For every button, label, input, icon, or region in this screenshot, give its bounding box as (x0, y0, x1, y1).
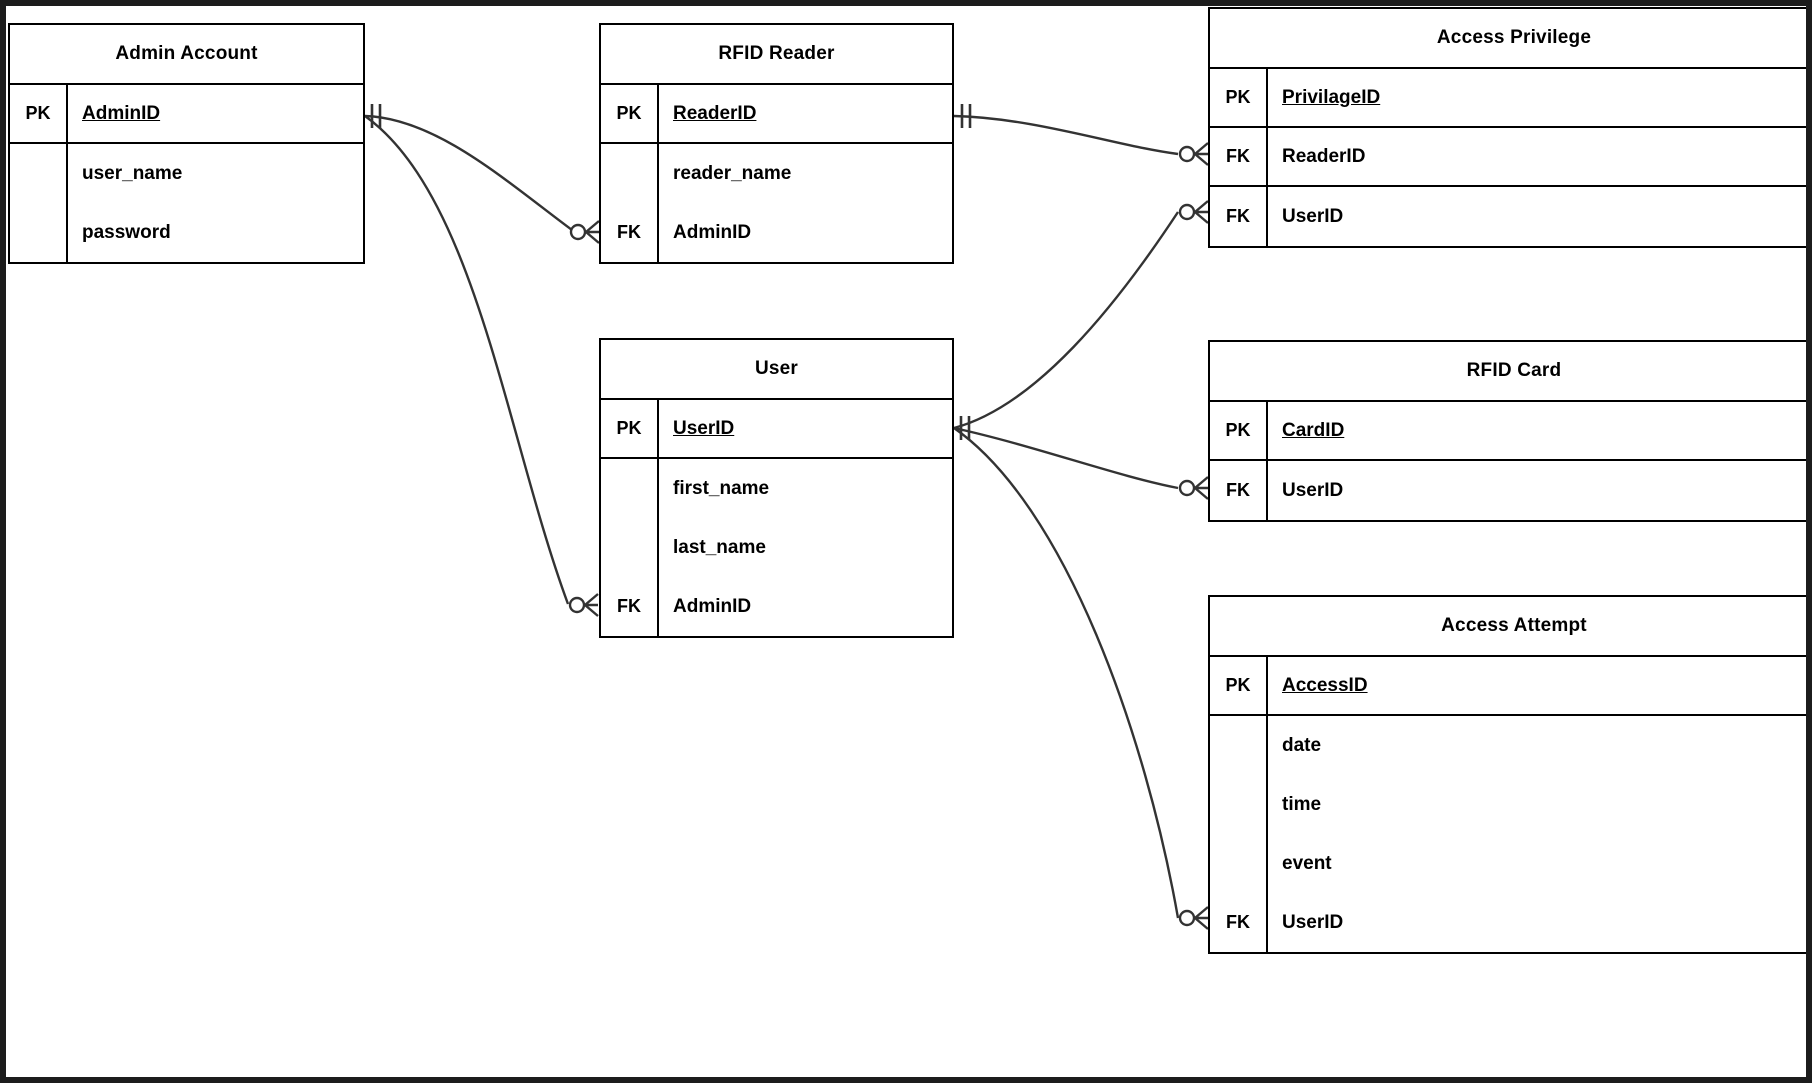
connector-reader-to-privilege (953, 114, 1179, 156)
entity-title-access-attempt: Access Attempt (1210, 597, 1806, 657)
attribute-name: time (1282, 793, 1322, 815)
entity-admin-account[interactable]: Admin Account PK AdminID user_name passw… (8, 23, 365, 264)
attribute-row[interactable]: FK UserID (1210, 461, 1806, 520)
attribute-name: AdminID (673, 221, 752, 243)
key-badge: PK (601, 400, 659, 457)
attribute-name: AdminID (673, 595, 752, 617)
entity-title-access-privilege: Access Privilege (1210, 9, 1806, 69)
cardinality-zero-or-many-attempt-userid (1178, 906, 1209, 930)
entity-user[interactable]: User PK UserID first_name last_name FK A… (599, 338, 954, 638)
attribute-row[interactable]: PK AccessID (1210, 657, 1806, 716)
attribute-name: last_name (673, 536, 766, 558)
attribute-name: date (1282, 734, 1322, 756)
attribute-name: AccessID (1282, 674, 1368, 696)
attribute-name: event (1282, 852, 1332, 874)
attribute-row[interactable]: reader_name (601, 144, 952, 203)
entity-title-user: User (601, 340, 952, 400)
key-badge (10, 144, 68, 203)
connector-user-to-privilege (953, 211, 1180, 430)
cardinality-one-and-only-one-reader (960, 104, 972, 128)
attribute-row[interactable]: time (1210, 775, 1806, 834)
attribute-name: ReaderID (1282, 145, 1366, 167)
connector-admin-to-reader (364, 114, 573, 231)
cardinality-zero-or-many-privilege-readerid (1178, 142, 1209, 166)
key-badge: FK (1210, 893, 1268, 952)
attribute-row[interactable]: FK ReaderID (1210, 128, 1806, 187)
attribute-name: UserID (673, 417, 735, 439)
key-badge: FK (1210, 187, 1268, 246)
attribute-name: PrivilageID (1282, 86, 1381, 108)
cardinality-one-and-only-one-user (959, 416, 971, 440)
connector-user-to-attempt (953, 427, 1180, 919)
key-badge (601, 459, 659, 518)
entity-title-admin-account: Admin Account (10, 25, 363, 85)
cardinality-one-and-only-one-admin (370, 104, 382, 128)
entity-access-privilege[interactable]: Access Privilege PK PrivilageID FK Reade… (1208, 7, 1806, 248)
key-badge: PK (1210, 69, 1268, 126)
entity-rfid-reader[interactable]: RFID Reader PK ReaderID reader_name FK A… (599, 23, 954, 264)
attribute-row[interactable]: user_name (10, 144, 363, 203)
entity-title-rfid-reader: RFID Reader (601, 25, 952, 85)
cardinality-zero-or-many-reader-adminid (569, 220, 600, 244)
key-badge: PK (601, 85, 659, 142)
attribute-name: UserID (1282, 479, 1344, 501)
attribute-row[interactable]: FK AdminID (601, 577, 952, 636)
entity-access-attempt[interactable]: Access Attempt PK AccessID date time eve… (1208, 595, 1806, 954)
entity-rfid-card[interactable]: RFID Card PK CardID FK UserID (1208, 340, 1806, 522)
cardinality-zero-or-many-card-userid (1178, 476, 1209, 500)
attribute-name: CardID (1282, 419, 1345, 441)
attribute-name: UserID (1282, 205, 1344, 227)
key-badge (1210, 775, 1268, 834)
key-badge: PK (1210, 402, 1268, 459)
attribute-row[interactable]: last_name (601, 518, 952, 577)
attribute-name: password (82, 221, 171, 243)
key-badge (601, 144, 659, 203)
cardinality-zero-or-many-user-adminid (568, 593, 599, 617)
entity-title-rfid-card: RFID Card (1210, 342, 1806, 402)
attribute-row[interactable]: first_name (601, 459, 952, 518)
key-badge (1210, 716, 1268, 775)
key-badge: PK (10, 85, 68, 142)
attribute-name: first_name (673, 477, 770, 499)
attribute-row[interactable]: password (10, 203, 363, 262)
attribute-row[interactable]: PK CardID (1210, 402, 1806, 461)
attribute-row[interactable]: FK UserID (1210, 893, 1806, 952)
attribute-row[interactable]: FK AdminID (601, 203, 952, 262)
attribute-row[interactable]: PK ReaderID (601, 85, 952, 144)
cardinality-zero-or-many-privilege-userid (1178, 200, 1209, 224)
attribute-name: UserID (1282, 911, 1344, 933)
attribute-row[interactable]: date (1210, 716, 1806, 775)
attribute-row[interactable]: FK UserID (1210, 187, 1806, 246)
key-badge: FK (1210, 128, 1268, 185)
key-badge: FK (1210, 461, 1268, 520)
key-badge (1210, 834, 1268, 893)
key-badge (601, 518, 659, 577)
attribute-name: AdminID (82, 102, 161, 124)
key-badge: PK (1210, 657, 1268, 714)
attribute-name: user_name (82, 162, 183, 184)
key-badge (10, 203, 68, 262)
connector-user-to-card (953, 426, 1179, 490)
key-badge: FK (601, 203, 659, 262)
connector-admin-to-user (364, 115, 570, 605)
attribute-name: reader_name (673, 162, 792, 184)
key-badge: FK (601, 577, 659, 636)
attribute-row[interactable]: event (1210, 834, 1806, 893)
attribute-name: ReaderID (673, 102, 757, 124)
attribute-row[interactable]: PK AdminID (10, 85, 363, 144)
attribute-row[interactable]: PK UserID (601, 400, 952, 459)
attribute-row[interactable]: PK PrivilageID (1210, 69, 1806, 128)
